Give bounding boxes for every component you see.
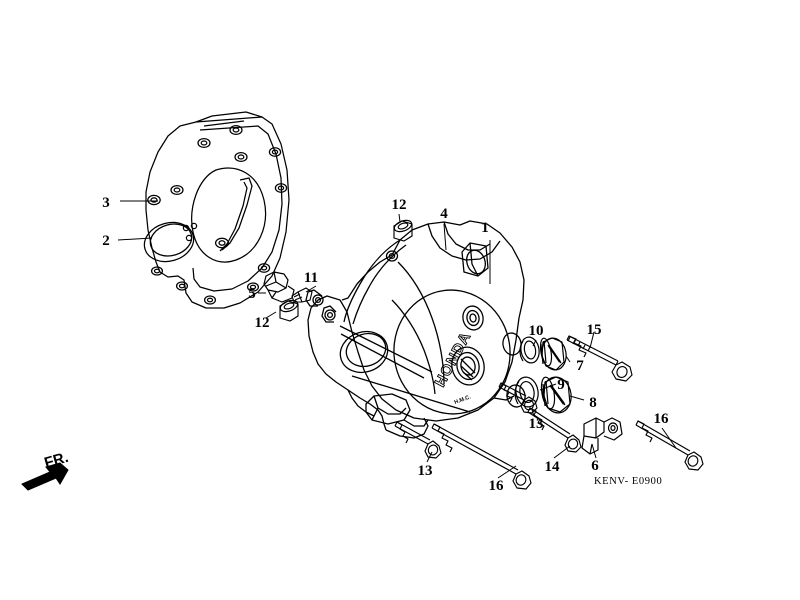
callout-13-left: 13 <box>418 463 433 479</box>
gasket-bolt-holes <box>147 124 288 305</box>
callout-6: 6 <box>591 458 599 474</box>
callout-16-right: 16 <box>654 411 670 427</box>
callout-16-lower: 16 <box>489 478 505 494</box>
part-cable-clamp <box>263 271 295 303</box>
part-flange-bolt-long-right <box>635 420 704 471</box>
part-flange-bolt-short-right <box>498 382 538 414</box>
callout-11: 11 <box>304 270 318 286</box>
leader-lines <box>117 200 677 479</box>
callout-10: 10 <box>529 323 544 339</box>
fr-label: FR. <box>42 449 70 472</box>
callout-2: 2 <box>102 233 110 249</box>
part-oil-filler-plug-upper <box>539 337 567 371</box>
fr-arrow-icon <box>21 462 69 491</box>
callout-9: 9 <box>557 377 565 393</box>
callout-15: 15 <box>587 322 602 338</box>
part-left-crankcase-cover <box>305 220 526 439</box>
callout-4: 4 <box>440 206 448 222</box>
callout-13-right: 13 <box>529 416 544 432</box>
part-cable-guide-bracket <box>581 417 623 455</box>
callout-5: 5 <box>248 286 256 302</box>
honda-emboss: HONDA H.M.C. <box>431 328 475 406</box>
part-dowel-pin-upper <box>393 219 413 242</box>
part-dowel-pin-lower <box>279 299 299 322</box>
callout-numbers: 1 2 3 4 5 6 7 8 9 10 11 12 12 13 13 14 1… <box>102 195 669 494</box>
callout-3: 3 <box>102 195 110 211</box>
front-direction-marker: FR. <box>21 449 70 491</box>
callout-12-lower: 12 <box>255 315 270 331</box>
diagram-code: KENV- E0900 <box>594 476 662 487</box>
callout-14: 14 <box>545 459 561 475</box>
callout-1: 1 <box>481 220 489 236</box>
part-flange-bolt-long-upper <box>566 335 633 382</box>
part-clamp-screw <box>291 287 313 303</box>
part-flange-bolt-long-lower <box>431 423 532 490</box>
callout-7: 7 <box>576 358 584 374</box>
part-flange-bolt-short-left <box>394 421 442 459</box>
part-crankcase-cover-gasket <box>143 111 290 309</box>
callout-12-upper: 12 <box>392 197 407 213</box>
honda-sub-emboss-text: H.M.C. <box>454 394 473 406</box>
part-o-ring-upper <box>519 336 540 364</box>
part-inspection-plug-lower <box>540 376 572 414</box>
part-flange-bolt-medium <box>527 407 582 453</box>
callout-8: 8 <box>589 395 597 411</box>
